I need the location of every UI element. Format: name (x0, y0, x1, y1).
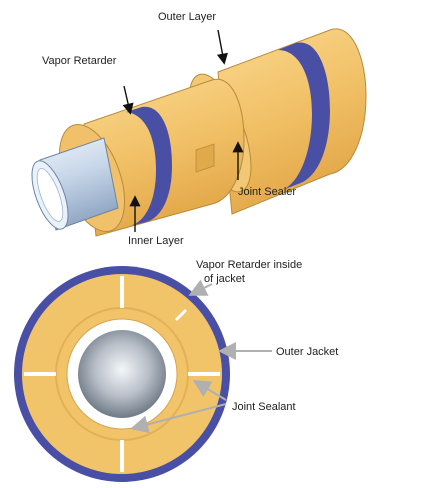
inner-pipe (31, 137, 119, 231)
vapor-retarder-inside-arrow (188, 279, 213, 296)
label-vapor-retarder-inside-1: Vapor Retarder inside (196, 259, 302, 271)
pipe-3d-view: Outer Layer Vapor Retarder Joint Sealer … (31, 11, 367, 247)
label-vapor-retarder: Vapor Retarder (42, 55, 117, 67)
cross-section-view: Vapor Retarder inside of jacket Outer Ja… (14, 259, 338, 482)
label-joint-sealant: Joint Sealant (232, 401, 296, 413)
outer-jacket-band (278, 42, 330, 192)
joint-sealant-arrow-right (192, 379, 227, 401)
outer-layer-arrow (216, 29, 228, 65)
joint-sealant-arrow-bottom (130, 403, 227, 434)
label-outer-jacket: Outer Jacket (276, 346, 338, 358)
vapor-retarder-arrow (122, 85, 134, 115)
label-joint-sealer: Joint Sealer (238, 186, 296, 198)
joint-gaps (24, 276, 220, 472)
label-inner-layer: Inner Layer (128, 235, 184, 247)
pipe-bore (78, 330, 166, 418)
joint-step (195, 143, 215, 173)
label-vapor-retarder-inside-2: of jacket (204, 273, 245, 285)
vapor-retarder-band (126, 106, 172, 226)
label-outer-layer: Outer Layer (158, 11, 216, 23)
